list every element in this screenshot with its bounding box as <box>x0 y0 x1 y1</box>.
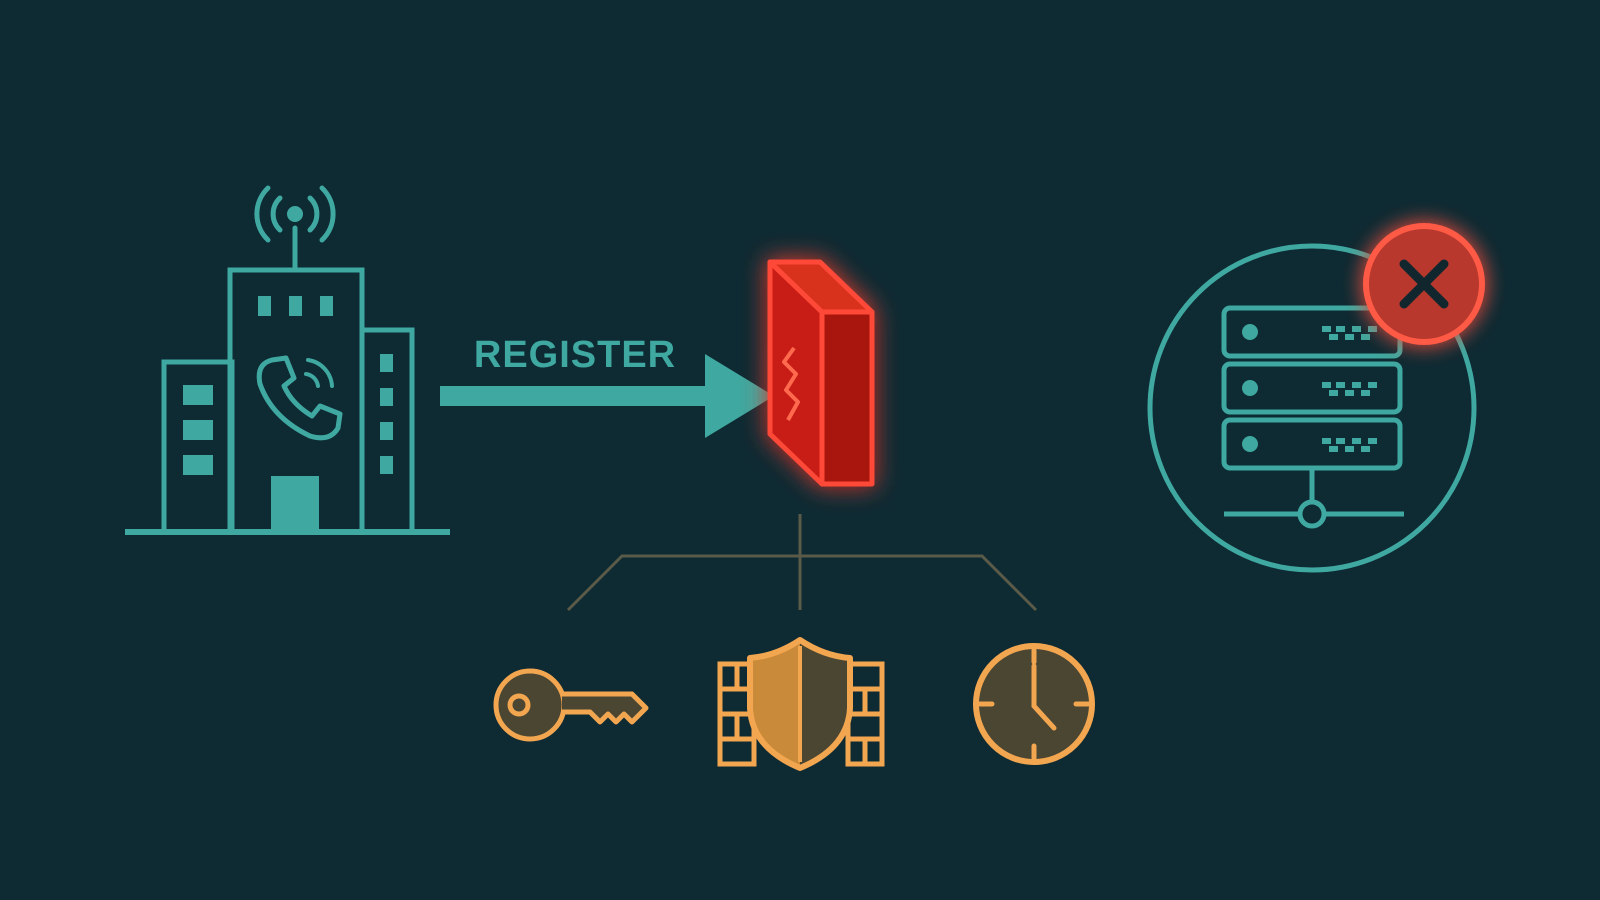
clock-icon <box>973 643 1095 765</box>
phone-icon <box>256 355 343 441</box>
register-arrow <box>440 354 774 438</box>
connector-lines <box>566 514 1038 612</box>
antenna-icon <box>254 185 336 273</box>
key-icon <box>493 668 649 742</box>
server-rack-icon <box>1147 243 1477 573</box>
firewall-icon <box>767 259 875 487</box>
office-building-icon <box>125 267 450 535</box>
register-label: REGISTER <box>474 334 676 376</box>
error-x-icon <box>1363 223 1485 345</box>
shield-wall-icon <box>717 637 885 771</box>
